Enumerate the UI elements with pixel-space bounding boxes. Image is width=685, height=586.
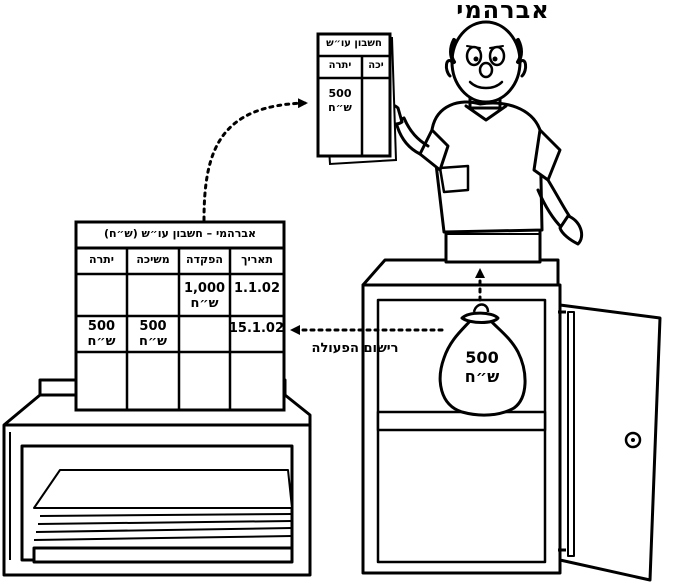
ledger-row2-date: 15.1.02 [228,321,284,336]
small-sheet-balance-value: 500 [328,87,352,100]
ledger-col-balance: יתרה [89,253,114,266]
arrow-caption: רישום הפעולה [311,341,399,356]
small-sheet-title: חשבון עו״ש [326,38,382,49]
money-bag [438,303,527,417]
ledger-col-date: תאריך [241,253,273,266]
printer [2,378,312,577]
ledger-row1-deposit-unit: ש״ח [190,296,219,311]
ledger-col-deposit: הפקדה [186,253,223,266]
arrow-ledger-to-sheet [202,98,308,222]
small-sheet-balance-unit: ש״ח [328,101,352,114]
ledger-row2-withdrawal-unit: ש״ח [138,334,168,349]
ledger-col-withdrawal: משיכה [136,253,170,266]
money-bag-amount: 500 [465,348,499,367]
safe [361,258,662,582]
ledger-title: אברהמי – חשבון עו״ש (ש״ח) [103,227,257,240]
ledger-sheet [74,220,286,412]
small-sheet-col-debit: יכה [368,60,384,71]
ledger-row1-date: 1.1.02 [233,281,281,296]
small-sheet-col-balance: יתרה [328,60,352,71]
money-bag-unit: ש״ח [464,367,500,386]
ledger-row2-withdrawal: 500 [139,319,167,334]
person [383,20,584,264]
dotted-arrows [202,98,485,335]
ledger-row2-balance-unit: ש״ח [87,334,116,349]
small-sheet [316,32,398,166]
character-name: אברהמי [456,0,550,24]
ledger-row2-balance: 500 [87,319,116,334]
ledger-row1-deposit: 1,000 [183,281,226,296]
